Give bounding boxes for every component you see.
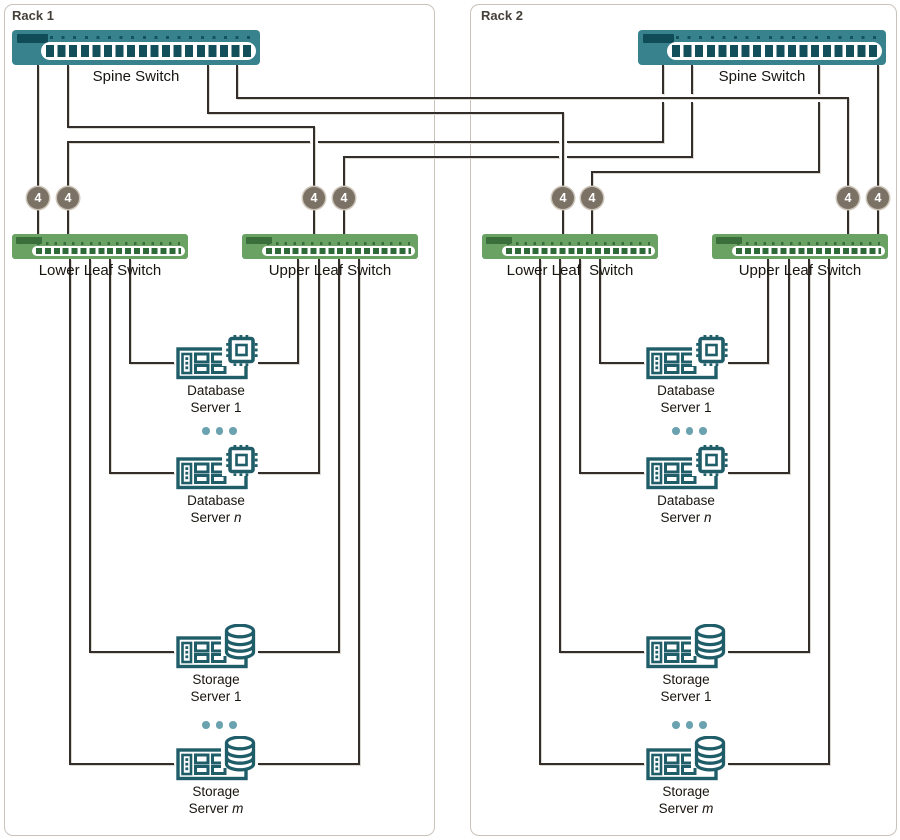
switch-port-strip [732,246,885,256]
database-server-icon [644,445,728,491]
switch-ports [266,248,411,254]
switch-ports [506,248,651,254]
switch-led-row [676,36,876,39]
link-count-badge: 4 [57,187,79,209]
upper-leaf-switch-rack2 [712,234,888,259]
server-label: Database Server n [187,493,245,525]
wire-leaves2-to-dbserver1 [599,259,769,364]
ellipsis-dots [202,427,237,435]
lower-leaf-switch-rack2 [482,234,658,259]
link-count-badge: 4 [581,187,603,209]
wire-spine1-to-upperleaf1 [67,65,315,234]
storage-server-m-rack2: Storage Server m [644,736,728,816]
switch-ports [46,45,251,57]
switch-module [716,237,742,244]
ellipsis-dots [672,427,707,435]
storage-server-1-rack2: Storage Server 1 [644,624,728,704]
storage-server-1-rack1: Storage Server 1 [174,624,258,704]
wire-leaves1-to-stserverm [69,259,360,765]
switch-led-row [50,36,250,39]
spine-switch-label-rack2: Spine Switch [718,68,806,85]
upper-leaf-label-rack2: Upper Leaf Switch [738,262,862,279]
switch-led-row [737,242,880,245]
switch-ports [736,248,881,254]
wire-leaves1-to-dbserver1 [129,259,299,364]
link-count-badge: 4 [837,187,859,209]
database-server-n-rack1: Database Server n [174,445,258,525]
link-count-badge: 4 [552,187,574,209]
link-count-badge: 4 [867,187,889,209]
storage-server-icon [174,736,258,782]
wire-leaves2-to-stserverm [539,259,830,765]
wire-leaves2-to-stserver1 [559,259,810,653]
switch-port-strip [41,42,256,60]
lower-leaf-label-rack2: Lower Leaf Switch [506,262,634,279]
rack-1-label: Rack 1 [12,8,54,23]
server-label: Database Server 1 [187,383,245,415]
switch-port-strip [667,42,882,60]
server-label: Database Server 1 [657,383,715,415]
switch-port-strip [502,246,655,256]
switch-module [643,34,674,43]
database-server-1-rack1: Database Server 1 [174,335,258,415]
switch-led-row [507,242,650,245]
rack-2-label: Rack 2 [481,8,523,23]
database-server-1-rack2: Database Server 1 [644,335,728,415]
database-server-n-rack2: Database Server n [644,445,728,525]
server-label: Storage Server 1 [660,672,712,704]
wire-spine2-to-lowerleaf2 [591,65,820,234]
switch-module [17,34,48,43]
wire-spine1-to-lowerleaf2 [207,65,564,234]
link-count-badge: 4 [27,187,49,209]
ellipsis-dots [672,721,707,729]
switch-ports [672,45,877,57]
switch-port-strip [32,246,185,256]
wire-leaves2-to-dbservern [579,259,790,474]
ellipsis-dots [202,721,237,729]
switch-led-row [267,242,410,245]
switch-module [486,237,512,244]
link-count-badge: 4 [303,187,325,209]
storage-server-icon [644,624,728,670]
wire-spine1-to-upperleaf2 [236,65,849,234]
storage-server-m-rack1: Storage Server m [174,736,258,816]
lower-leaf-switch-rack1 [12,234,188,259]
wire-leaves1-to-stserver1 [89,259,340,653]
spine-switch-rack1 [12,30,260,65]
database-server-icon [174,445,258,491]
database-server-icon [644,335,728,381]
storage-server-icon [174,624,258,670]
link-count-badge: 4 [333,187,355,209]
server-label: Storage Server m [188,784,244,816]
database-server-icon [174,335,258,381]
upper-leaf-switch-rack1 [242,234,418,259]
storage-server-icon [644,736,728,782]
wire-leaves1-to-dbservern [109,259,320,474]
server-label: Storage Server 1 [190,672,242,704]
server-label: Database Server n [657,493,715,525]
upper-leaf-label-rack1: Upper Leaf Switch [268,262,392,279]
wire-spine2-to-upperleaf1 [343,65,693,234]
switch-module [16,237,42,244]
spine-switch-rack2 [638,30,886,65]
switch-led-row [37,242,180,245]
server-label: Storage Server m [658,784,714,816]
wire-spine2-to-lowerleaf1 [67,65,664,234]
switch-port-strip [262,246,415,256]
spine-switch-label-rack1: Spine Switch [92,68,180,85]
lower-leaf-label-rack1: Lower Leaf Switch [38,262,162,279]
switch-ports [36,248,181,254]
switch-module [246,237,272,244]
